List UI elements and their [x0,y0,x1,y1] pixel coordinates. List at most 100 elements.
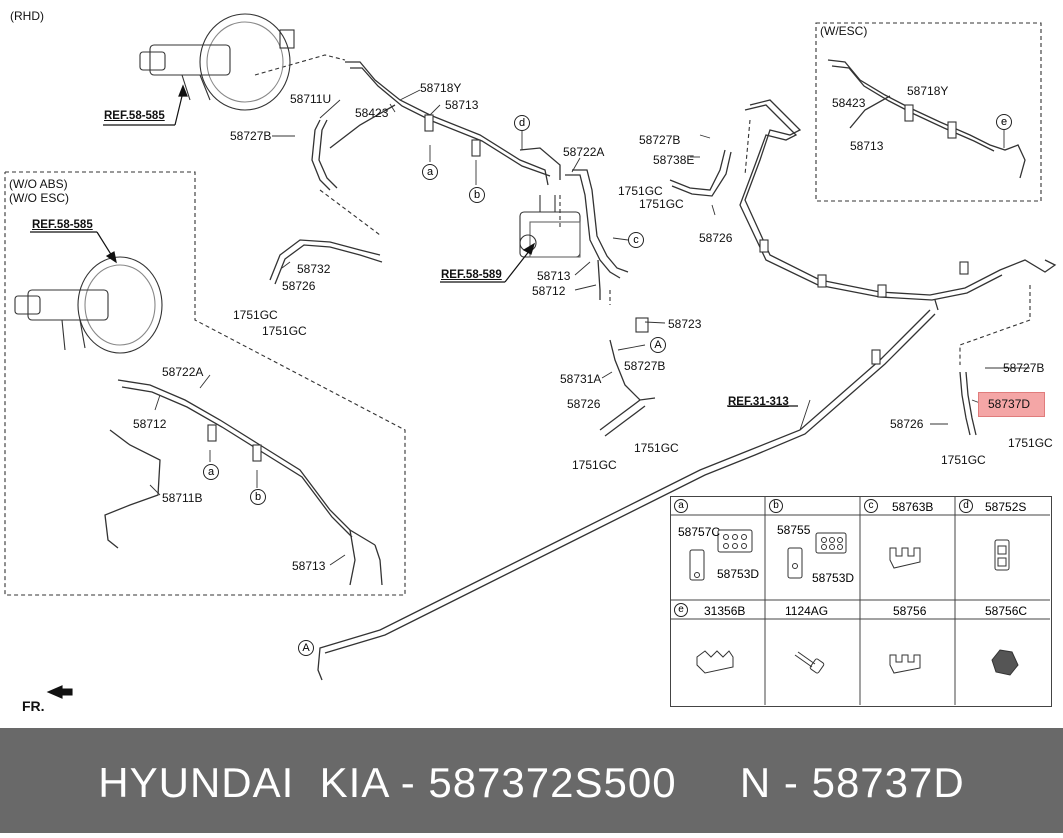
hose-58738E [669,149,732,197]
part-label: 1751GC [233,308,278,322]
table-key-c: c [864,499,878,513]
part-label: 58723 [668,317,702,331]
hose-58732 [269,239,383,285]
part-58763B-clip [889,547,921,569]
callout-A: A [298,640,314,656]
reference-abs[interactable]: REF.58-589 [441,269,502,281]
part-label: 1751GC [634,441,679,455]
callout-d: d [514,115,530,131]
brake-booster-left [14,256,163,354]
footer-part-numbers: HYUNDAI KIA - 587372S500 N - 58737D [98,759,965,806]
part-label: 58713 [445,98,479,112]
front-arrow-icon [46,685,73,699]
part-label: 58722A [162,365,204,379]
variant-rhd-label: (RHD) [10,9,44,23]
part-label: 1751GC [1008,436,1053,450]
rear-brake-pipe [317,99,1057,681]
table-cell-label: 58753D [812,571,855,585]
part-58755-bracket-b [787,532,847,579]
reference-left[interactable]: REF.58-585 [32,219,93,231]
part-label: 1751GC [941,453,986,467]
part-label: 58738E [653,153,695,167]
table-key-e: e [674,603,688,617]
part-label: 58727B [1003,361,1045,375]
hose-58737D [959,371,977,436]
part-label: 58727B [639,133,681,147]
table-cell-label: 58757C [678,525,721,539]
abs-modulator [519,195,581,258]
highlighted-part-label[interactable]: 58737D [988,397,1031,411]
part-label: 58722A [563,145,605,159]
brake-pipes-top [329,61,629,300]
parts-table-grid [670,496,1050,705]
highlighted-part-marker [978,392,1045,417]
table-header-part: 58763B [892,500,934,514]
part-label: 58732 [297,262,331,276]
wo-abs-variant-box [4,171,406,596]
part-label: 58718Y [907,84,949,98]
table-key-a: a [674,499,688,513]
table-header-part: 58752S [985,500,1027,514]
variant-wo-esc-label: (W/O ESC) [9,191,69,205]
hose-58711U [311,119,338,191]
part-label: 58726 [699,231,733,245]
part-label: 58712 [532,284,566,298]
part-label: 58423 [355,106,389,120]
diagram-drawing [4,13,1057,705]
part-label: 58713 [537,269,571,283]
table-header-part: 31356B [704,604,746,618]
callout-A: A [650,337,666,353]
part-58753D-clip-a [689,529,753,581]
brake-booster-top [139,13,295,111]
callout-e: e [996,114,1012,130]
part-label: 58712 [133,417,167,431]
part-label: 1751GC [262,324,307,338]
part-label: 58713 [850,139,884,153]
table-cell-label: 58755 [777,523,811,537]
hose-58731A [599,339,656,437]
esc-variant-box [815,22,1042,202]
part-label: 58711B [162,491,203,505]
table-cell-label: 58753D [717,567,760,581]
part-label: 58713 [292,559,326,573]
reference-rear[interactable]: REF.31-313 [728,396,789,408]
part-label: 58731A [560,372,602,386]
front-direction-label: FR. [22,698,45,714]
part-number-footer: HYUNDAI KIA - 587372S500 N - 58737D [0,728,1063,833]
part-label: 58727B [624,359,666,373]
part-label: 58726 [282,279,316,293]
table-header-part: 58756 [893,604,927,618]
callout-a: a [422,164,438,180]
part-label: 1751GC [618,184,663,198]
table-header-part: 58756C [985,604,1028,618]
part-label: 1751GC [639,197,684,211]
variant-w-esc-label: (W/ESC) [820,24,868,38]
table-key-b: b [769,499,783,513]
part-label: 58726 [890,417,924,431]
table-header-part: 1124AG [785,604,829,618]
part-58752S-clip [994,539,1010,571]
part-label: 58726 [567,397,601,411]
part-58756-clip [889,654,921,674]
callout-c: c [628,232,644,248]
clip-brackets [207,104,969,462]
callout-b: b [469,187,485,203]
part-label: 58423 [832,96,866,110]
part-label: 58711U [290,92,332,106]
part-31356B-clip [696,650,734,674]
variant-wo-abs-label: (W/O ABS) [9,177,68,191]
leader-lines [149,89,1030,566]
callout-b: b [250,489,266,505]
brake-pipes-left [104,379,383,586]
reference-arrows [30,84,798,407]
part-label: 58718Y [420,81,462,95]
part-label: 1751GC [572,458,617,472]
table-key-d: d [959,499,973,513]
reference-top[interactable]: REF.58-585 [104,110,165,122]
brake-line-diagram: (RHD) (W/O ABS) (W/O ESC) (W/ESC) FR. RE… [4,9,1057,714]
part-58756C-grommet [991,649,1019,676]
parts-table: a b c 58763B d 58752S 58757C 58753D 5875… [670,496,1052,707]
callout-a: a [203,464,219,480]
part-1124AG-bolt [794,651,825,674]
part-label: 58727B [230,129,272,143]
